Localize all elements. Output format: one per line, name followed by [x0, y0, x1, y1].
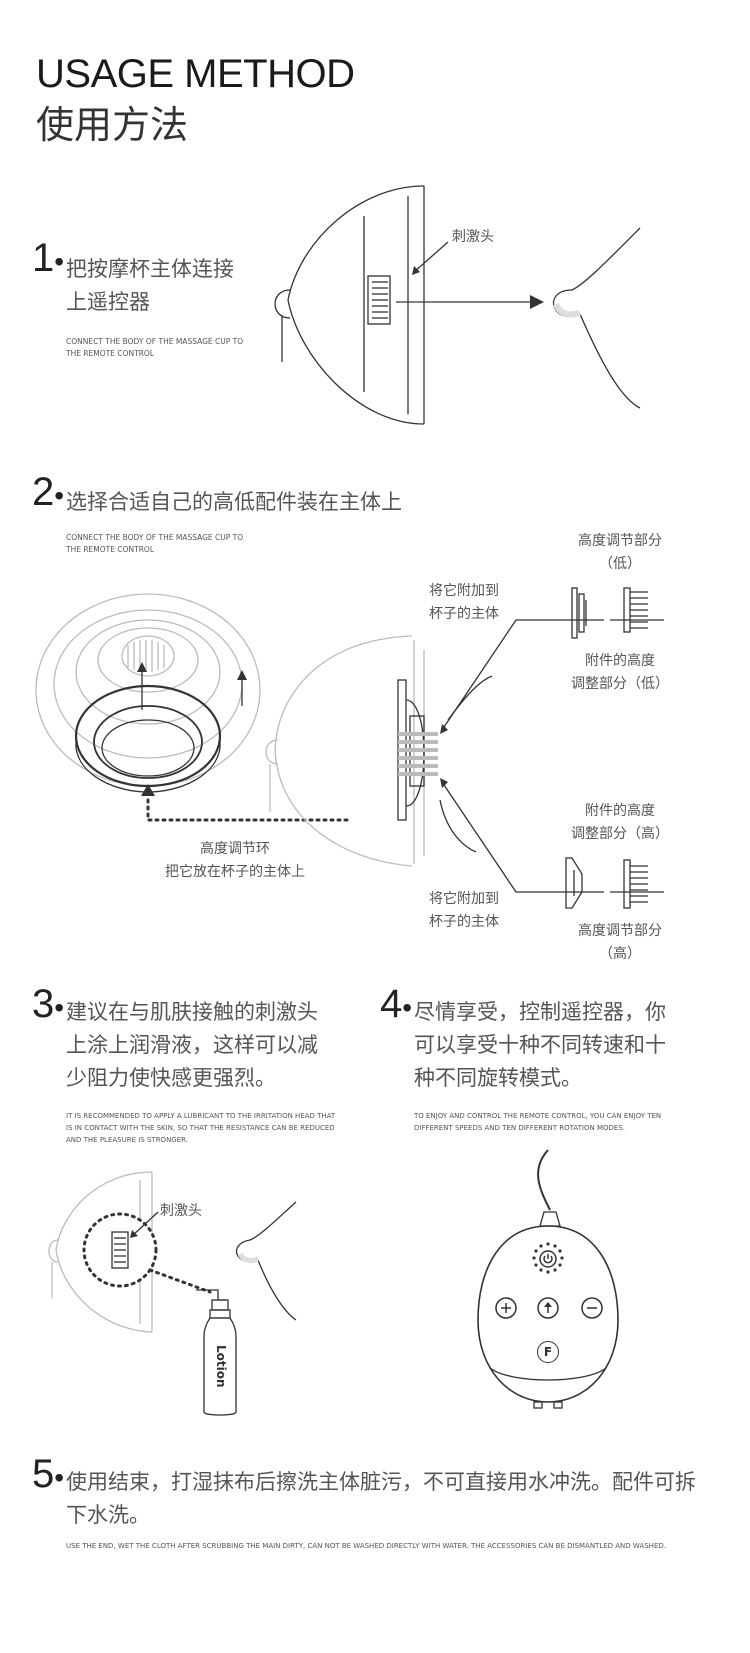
- step-2-text-en: CONNECT THE BODY OF THE MASSAGE CUP TO T…: [66, 533, 244, 554]
- step-1-illustration: [274, 185, 641, 425]
- remote-control: [477, 1149, 619, 1409]
- label-attach-bottom: 将它附加到杯子的主体: [429, 891, 499, 930]
- step-2-text-cn: 选择合适自己的高低配件装在主体上: [66, 490, 402, 514]
- up-arrow-icon: [537, 1297, 559, 1319]
- step-1-text-cn: 把按摩杯主体连接上遥控器: [66, 257, 234, 314]
- label-height-ring: 高度调节环把它放在杯子的主体上: [165, 841, 305, 880]
- step-5-text-cn: 使用结束，打湿抹布后擦洗主体脏污，不可直接用水冲洗。配件可拆下水洗。: [66, 1470, 696, 1527]
- label-accessory-high: 附件的高度调整部分（高）: [571, 803, 669, 842]
- minus-icon: [581, 1297, 603, 1319]
- step-5-number: 5•: [32, 1452, 65, 1496]
- step-3-number: 3•: [32, 982, 65, 1026]
- label-attach-top: 将它附加到杯子的主体: [429, 583, 499, 622]
- label-height-part-low: 高度调节部分（低）: [578, 533, 662, 572]
- page-title-cn: 使用方法: [36, 103, 189, 147]
- step-3-label-stimulator: 刺激头: [160, 1203, 202, 1219]
- step-3-illustration: [48, 1171, 297, 1416]
- step-2-illustration: [35, 587, 664, 909]
- label-accessory-low: 附件的高度调整部分（低）: [571, 653, 669, 692]
- step-1-number: 1•: [32, 236, 65, 280]
- power-icon: [539, 1250, 557, 1268]
- remote-f-button: F: [537, 1341, 559, 1363]
- step-2-number: 2•: [32, 470, 65, 514]
- step-5-text-en: USE THE END, WET THE CLOTH AFTER SCRUBBI…: [66, 1542, 666, 1550]
- plus-icon: [495, 1297, 517, 1319]
- step-4-number: 4•: [380, 982, 413, 1026]
- step-4-text-cn: 尽情享受，控制遥控器，你可以享受十种不同转速和十种不同旋转模式。: [414, 1000, 666, 1090]
- step-3-text-en: IT IS RECOMMENDED TO APPLY A LUBRICANT T…: [66, 1112, 336, 1144]
- step-1-text-en: CONNECT THE BODY OF THE MASSAGE CUP TO T…: [66, 337, 244, 358]
- step-1-label-stimulator: 刺激头: [452, 229, 494, 245]
- step-4-text-en: TO ENJOY AND CONTROL THE REMOTE CONTROL,…: [414, 1112, 662, 1132]
- step-3-text-cn: 建议在与肌肤接触的刺激头上涂上润滑液，这样可以减少阻力使快感更强烈。: [66, 1000, 318, 1090]
- label-height-part-high: 高度调节部分（高）: [578, 923, 662, 962]
- page-title-en: USAGE METHOD: [36, 52, 355, 96]
